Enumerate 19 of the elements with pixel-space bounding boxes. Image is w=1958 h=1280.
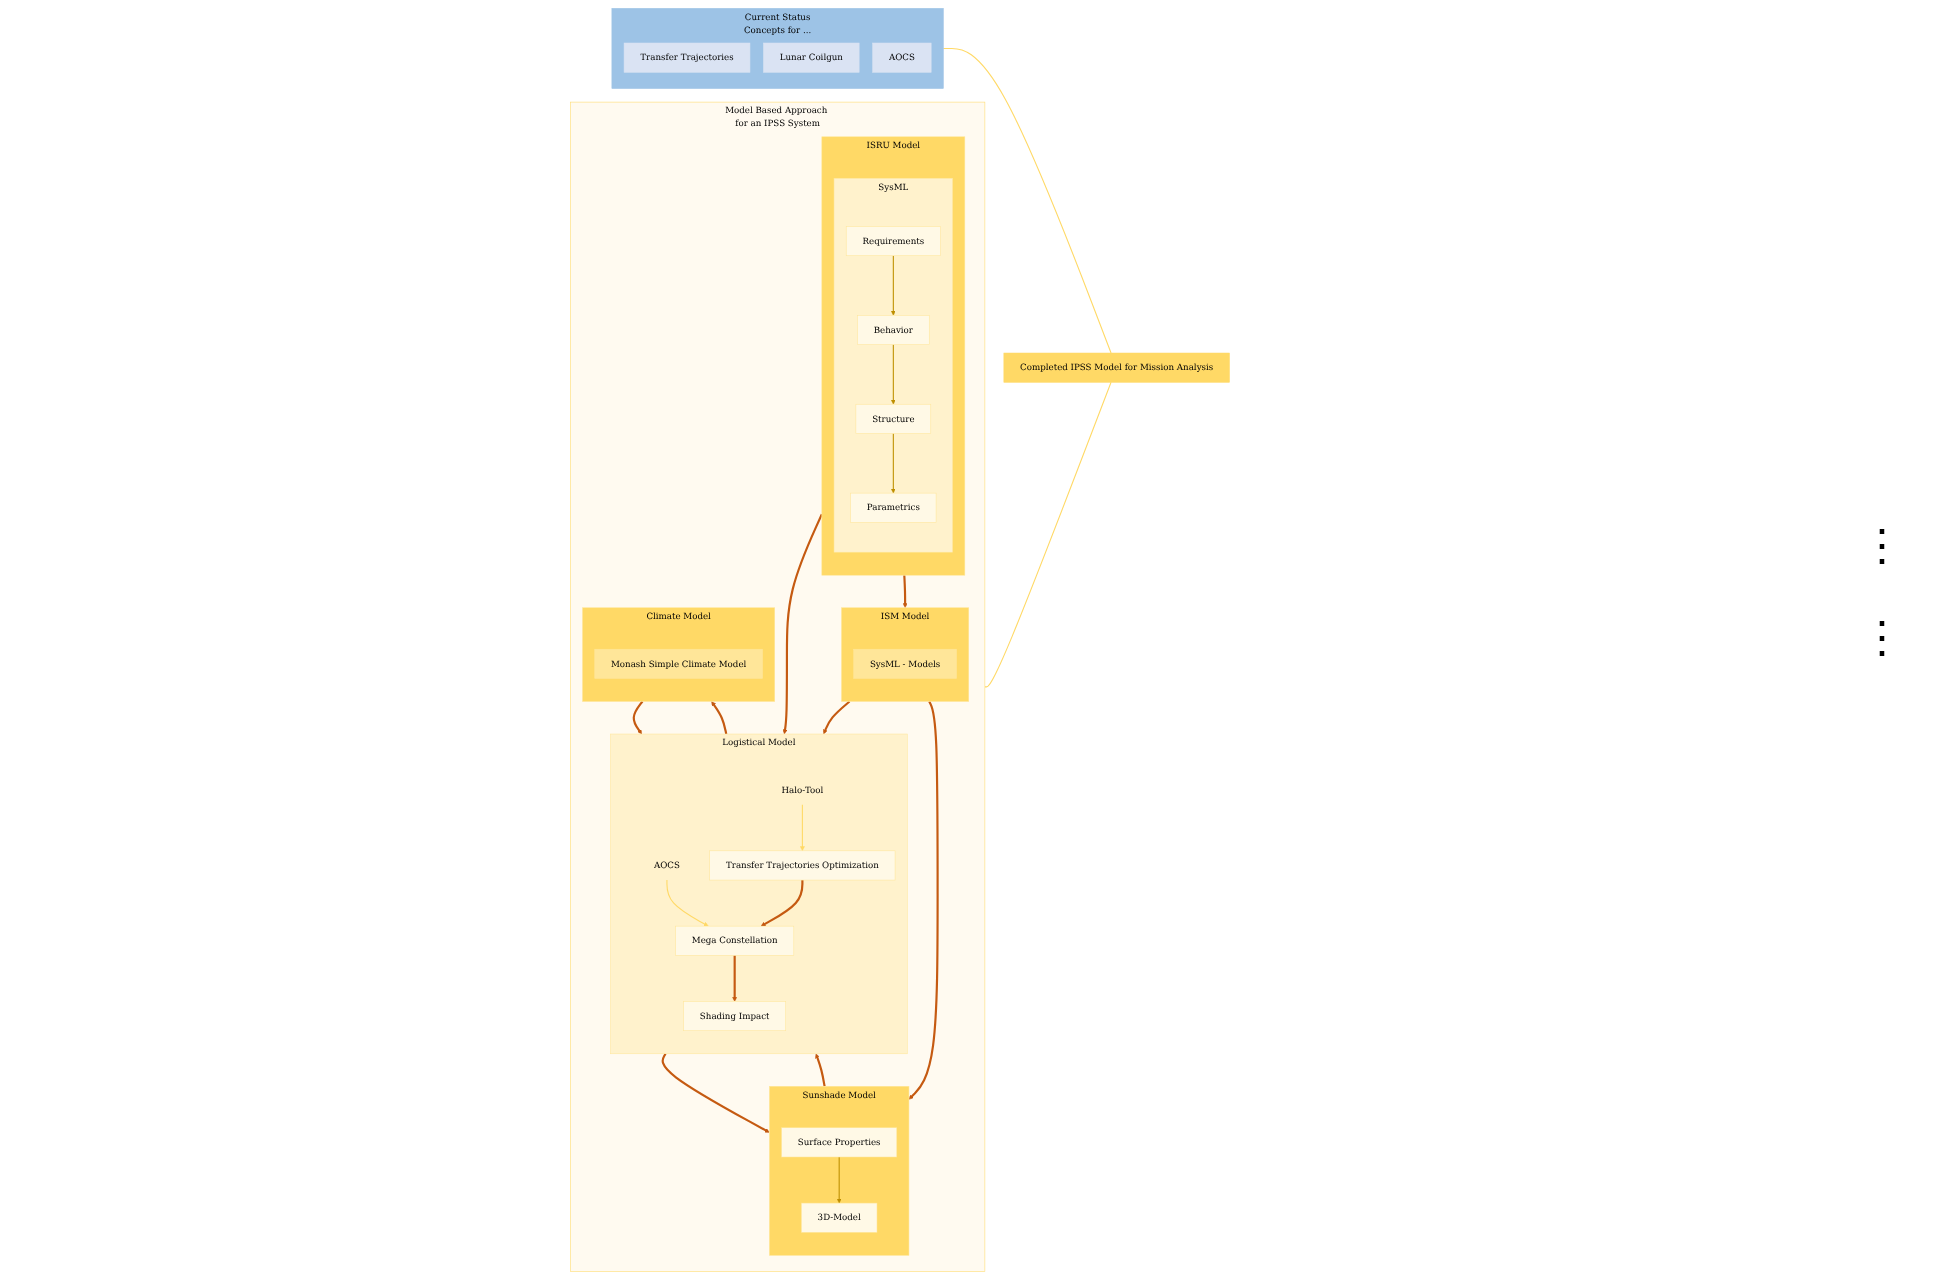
arrow xyxy=(908,701,939,1100)
ellipsis-mark: ⋮ xyxy=(1860,612,1904,664)
ellipsis-mark: ⋮ xyxy=(1860,520,1904,572)
arrow xyxy=(711,701,728,735)
arrow xyxy=(666,879,709,927)
arrow xyxy=(891,432,896,494)
connector xyxy=(984,381,1112,688)
arrow xyxy=(732,955,738,1002)
arrow xyxy=(815,1053,826,1087)
arrow xyxy=(632,700,644,735)
arrow xyxy=(782,513,823,735)
arrow xyxy=(891,255,896,316)
arrow xyxy=(836,1156,842,1204)
arrow xyxy=(902,575,908,608)
arrow xyxy=(891,344,896,405)
arrow xyxy=(823,700,851,735)
arrow xyxy=(800,804,805,851)
arrow xyxy=(760,880,804,927)
connector xyxy=(942,47,1112,354)
